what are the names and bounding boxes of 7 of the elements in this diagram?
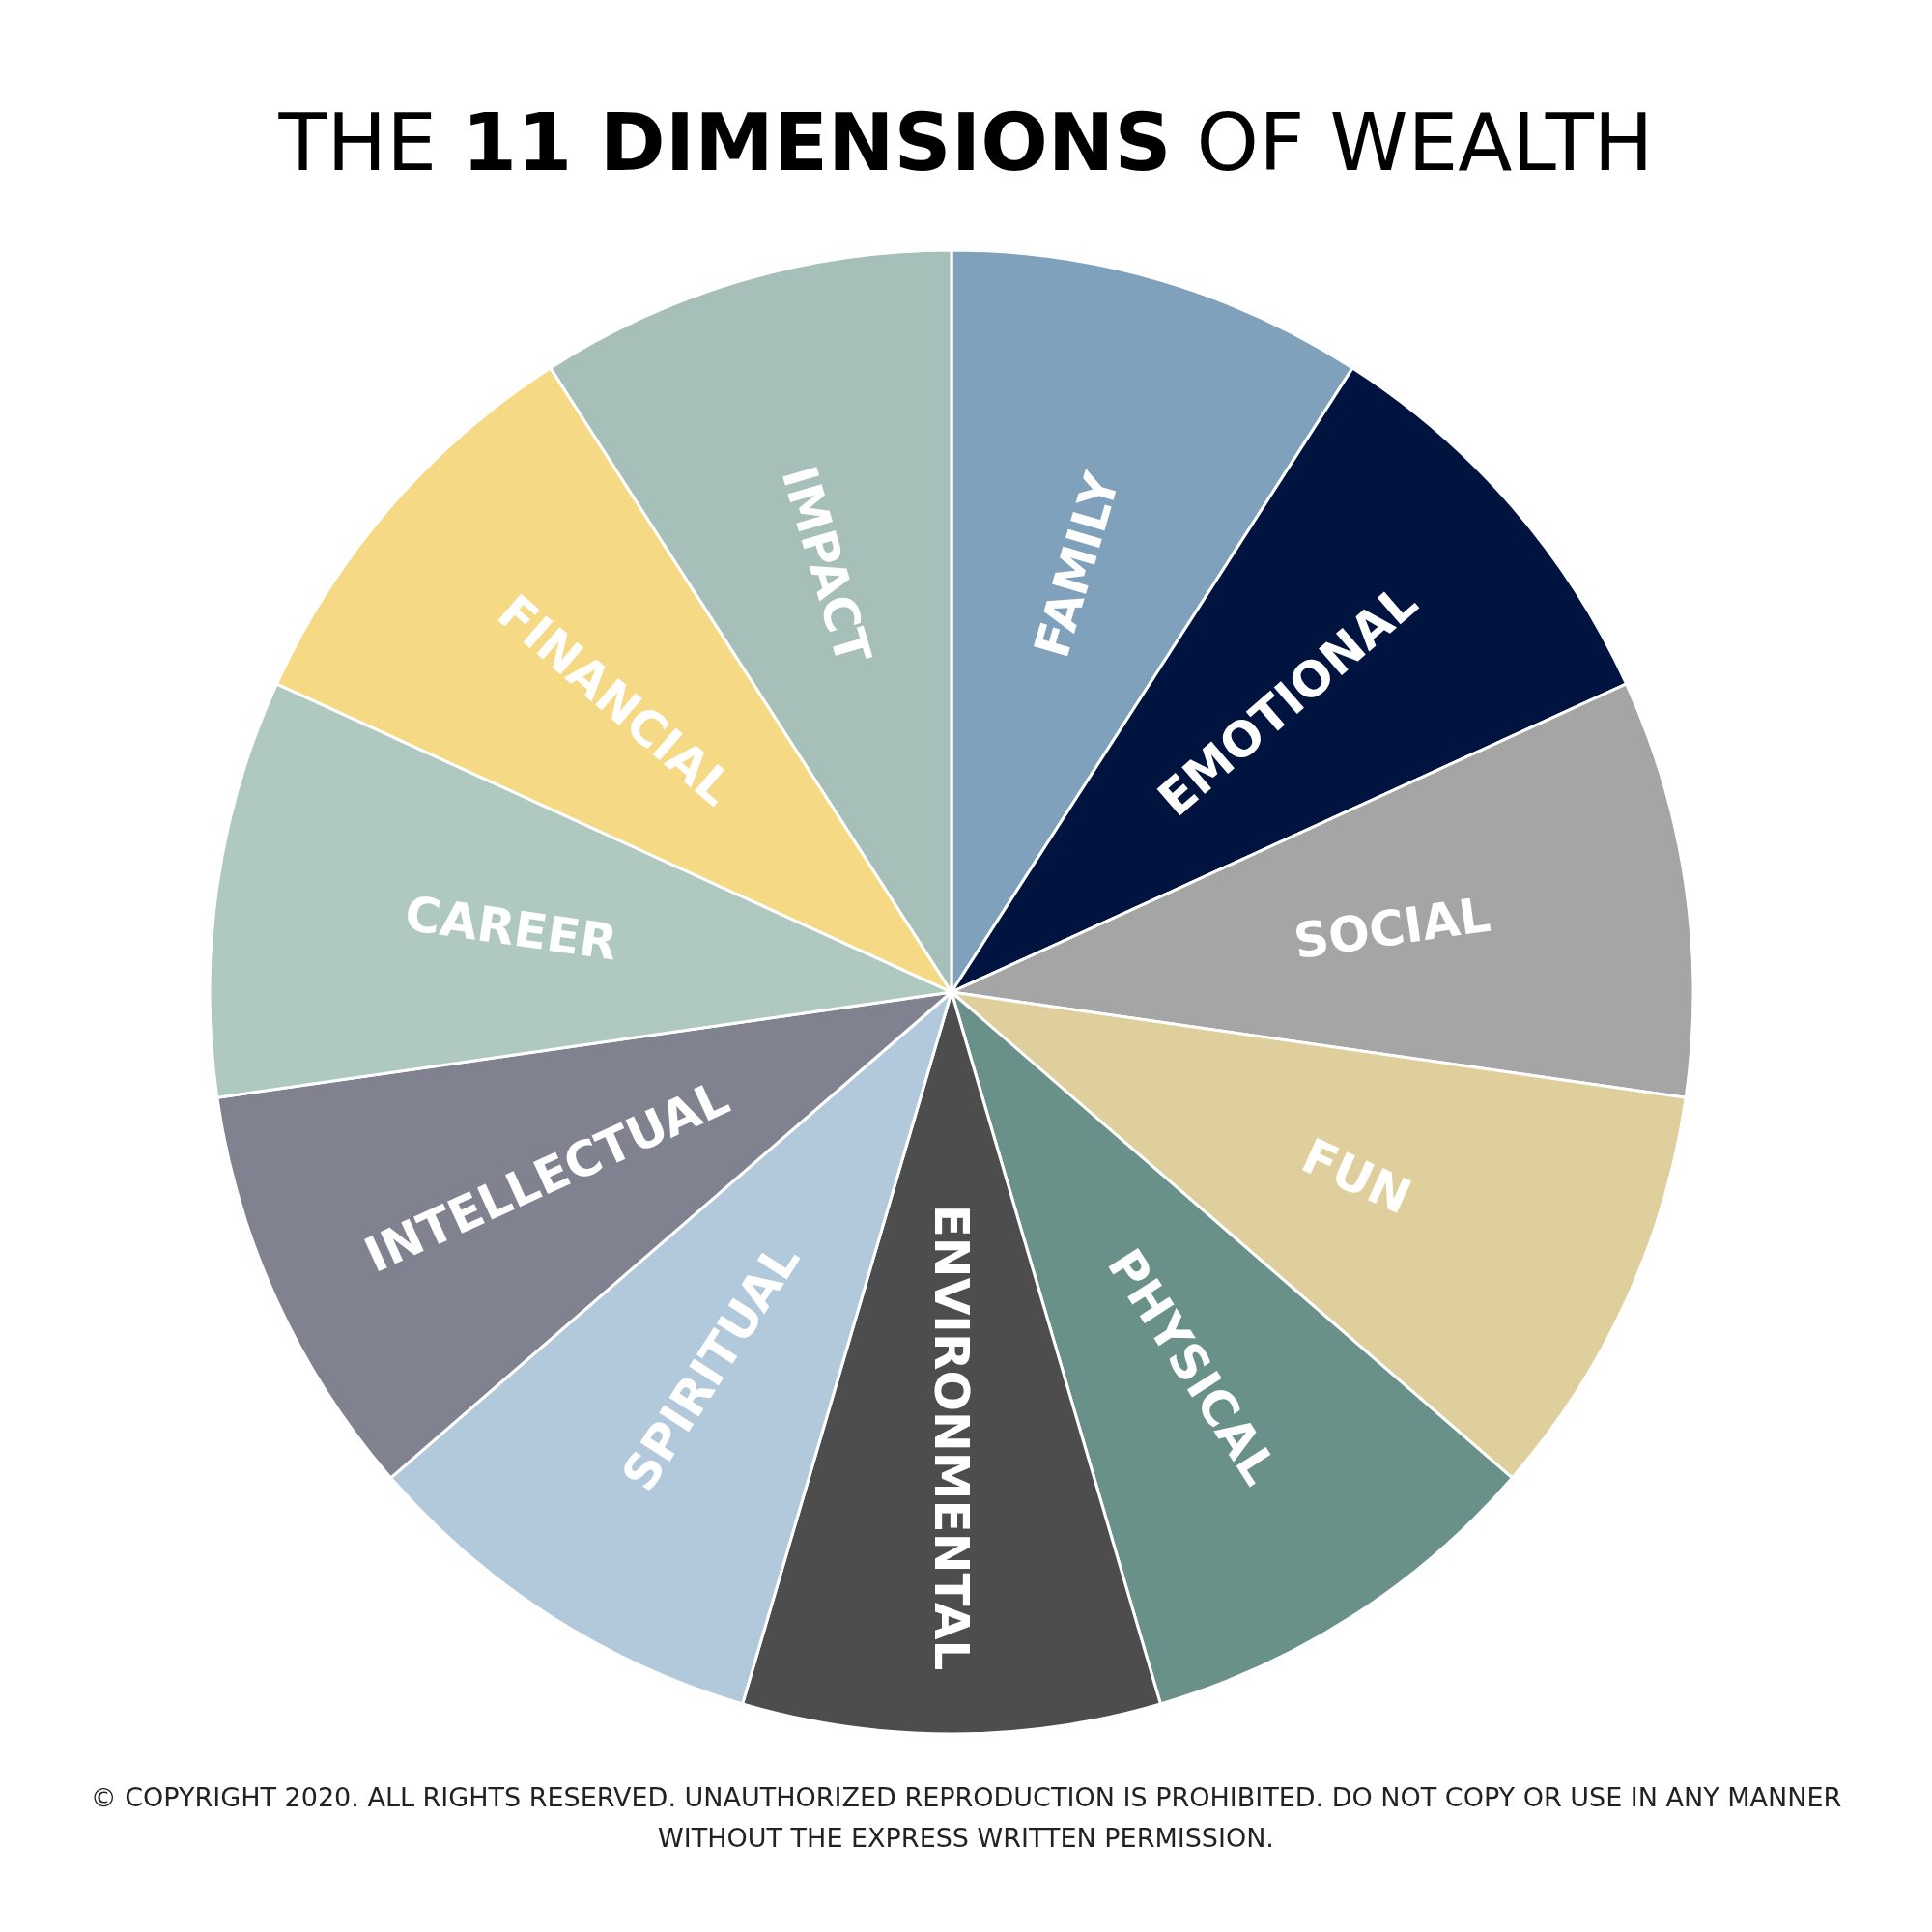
segment-label: FUN — [1293, 1127, 1420, 1226]
segment-label: FAMILY — [1023, 466, 1131, 664]
segment-label: CAREER — [401, 886, 621, 972]
title: THE 11 DIMENSIONS OF WEALTH — [277, 97, 1655, 188]
copyright-notice: © COPYRIGHT 2020. ALL RIGHTS RESERVED. UNAUTHORIZED REPRODUCTION IS PROHIBITED. DO NOT COPY OR USE IN ANY MANNER WITHOUT THE EXPRESS WRITTEN PERMISSION. — [89, 1781, 1843, 1855]
segment-label: ENVIRONMENTAL — [923, 1204, 980, 1671]
segment-label: SOCIAL — [1290, 887, 1494, 971]
